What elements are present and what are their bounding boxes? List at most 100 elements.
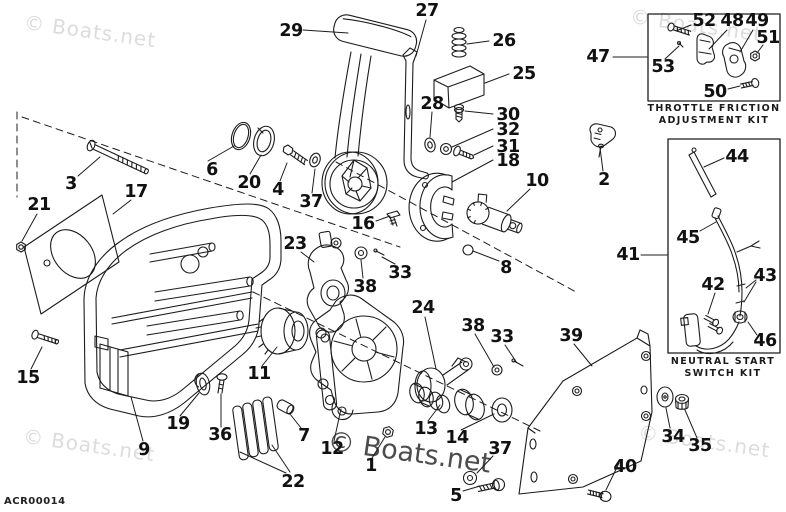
part-20-ring	[253, 125, 275, 157]
part-label-28: 28	[420, 94, 444, 114]
diagram-code: ACR00014	[4, 496, 66, 507]
part-label-10: 10	[525, 171, 549, 191]
leader-lines	[21, 19, 764, 492]
part-35-nut	[674, 393, 690, 410]
part-13-bushings	[409, 382, 485, 421]
part-37-washer-2	[462, 470, 478, 486]
part-38-washer	[354, 246, 368, 260]
part-29-control-lever	[321, 14, 418, 215]
part-12-cam-plate	[309, 294, 405, 421]
part-label-51: 51	[756, 28, 780, 48]
part-39-cover-plate	[518, 329, 653, 495]
neutral-start-kit-box	[667, 138, 781, 354]
part-26-spring	[451, 26, 467, 58]
part-label-53: 53	[651, 57, 675, 77]
part-label-35: 35	[688, 436, 712, 456]
part-label-47: 47	[586, 47, 610, 67]
part-label-39: 39	[559, 326, 583, 346]
part-label-48: 48	[720, 11, 744, 31]
part-38-washer-2	[491, 364, 503, 376]
throttle-friction-kit-caption-line1: THROTTLE FRICTION	[647, 103, 781, 114]
part-label-21: 21	[27, 195, 51, 215]
part-16-screw	[386, 210, 401, 227]
part-label-37: 37	[488, 439, 512, 459]
part-label-32: 32	[496, 120, 520, 140]
neutral-start-kit-caption-line1: NEUTRAL START	[670, 356, 776, 367]
part-label-19: 19	[166, 414, 190, 434]
throttle-friction-kit-caption-line2: ADJUSTMENT KIT	[658, 114, 770, 126]
part-label-38: 38	[461, 316, 485, 336]
neutral-start-kit-caption-line2: SWITCH KIT	[684, 367, 762, 379]
part-label-52: 52	[692, 11, 716, 31]
part-label-15: 15	[16, 368, 40, 388]
part-label-9: 9	[138, 440, 150, 460]
part-label-43: 43	[753, 266, 777, 286]
part-21-nut	[16, 241, 26, 253]
part-15-screw	[31, 329, 60, 345]
part-18-drum	[408, 172, 455, 242]
part-label-6: 6	[206, 160, 218, 180]
part-label-20: 20	[237, 173, 261, 193]
part-label-13: 13	[414, 419, 438, 439]
throttle-friction-kit-caption: THROTTLE FRICTION ADJUSTMENT KIT	[639, 103, 786, 126]
part-label-38: 38	[353, 277, 377, 297]
part-label-41: 41	[616, 245, 640, 265]
part-label-42: 42	[701, 275, 725, 295]
part-label-24: 24	[411, 298, 435, 318]
part-34-washer	[656, 386, 674, 408]
part-label-50: 50	[703, 82, 727, 102]
part-label-49: 49	[745, 11, 769, 31]
neutral-start-kit-caption: NEUTRAL START SWITCH KIT	[648, 356, 786, 379]
part-9-housing	[83, 203, 282, 418]
part-7-pin	[276, 399, 295, 415]
part-label-7: 7	[298, 426, 310, 446]
part-label-37: 37	[299, 192, 323, 212]
part-40-bolt	[586, 489, 612, 502]
part-label-29: 29	[279, 21, 303, 41]
part-8-ball	[462, 244, 474, 256]
part-label-36: 36	[208, 425, 232, 445]
part-label-30: 30	[496, 105, 520, 125]
part-19-grommet	[194, 372, 211, 396]
part-2-clip	[589, 123, 616, 158]
part-label-14: 14	[445, 428, 469, 448]
part-label-40: 40	[613, 457, 637, 477]
part-31-screw	[453, 145, 475, 160]
part-28-washer	[424, 137, 436, 153]
part-30-screw	[453, 103, 465, 123]
part-23-cam-follower	[306, 230, 349, 411]
part-label-11: 11	[247, 364, 271, 384]
part-label-17: 17	[124, 182, 148, 202]
part-label-31: 31	[496, 137, 520, 157]
part-5-bolt	[476, 478, 506, 492]
part-22-spacer-stack	[232, 396, 279, 461]
part-label-45: 45	[676, 228, 700, 248]
part-37-washer	[309, 152, 321, 168]
part-label-4: 4	[272, 180, 284, 200]
part-4-bolt	[282, 144, 309, 166]
part-label-44: 44	[725, 147, 749, 167]
part-6-oring	[230, 121, 252, 151]
part-label-46: 46	[753, 331, 777, 351]
part-label-33: 33	[388, 263, 412, 283]
part-11-knob	[255, 307, 309, 355]
part-label-5: 5	[450, 486, 462, 506]
part-14-ring	[491, 397, 513, 423]
part-label-33: 33	[490, 327, 514, 347]
part-10-shaft	[466, 193, 523, 234]
part-label-27: 27	[415, 1, 439, 21]
part-3-screw	[86, 139, 149, 175]
part-label-16: 16	[351, 214, 375, 234]
throttle-friction-kit-box	[647, 13, 781, 102]
part-label-3: 3	[65, 174, 77, 194]
part-36-screw	[216, 373, 228, 394]
part-32-washer	[439, 142, 453, 156]
part-25-sleeve	[433, 65, 485, 109]
part-label-23: 23	[283, 234, 307, 254]
part-label-1: 1	[365, 456, 377, 476]
part-label-25: 25	[512, 64, 536, 84]
part-label-12: 12	[320, 439, 344, 459]
part-label-18: 18	[496, 151, 520, 171]
